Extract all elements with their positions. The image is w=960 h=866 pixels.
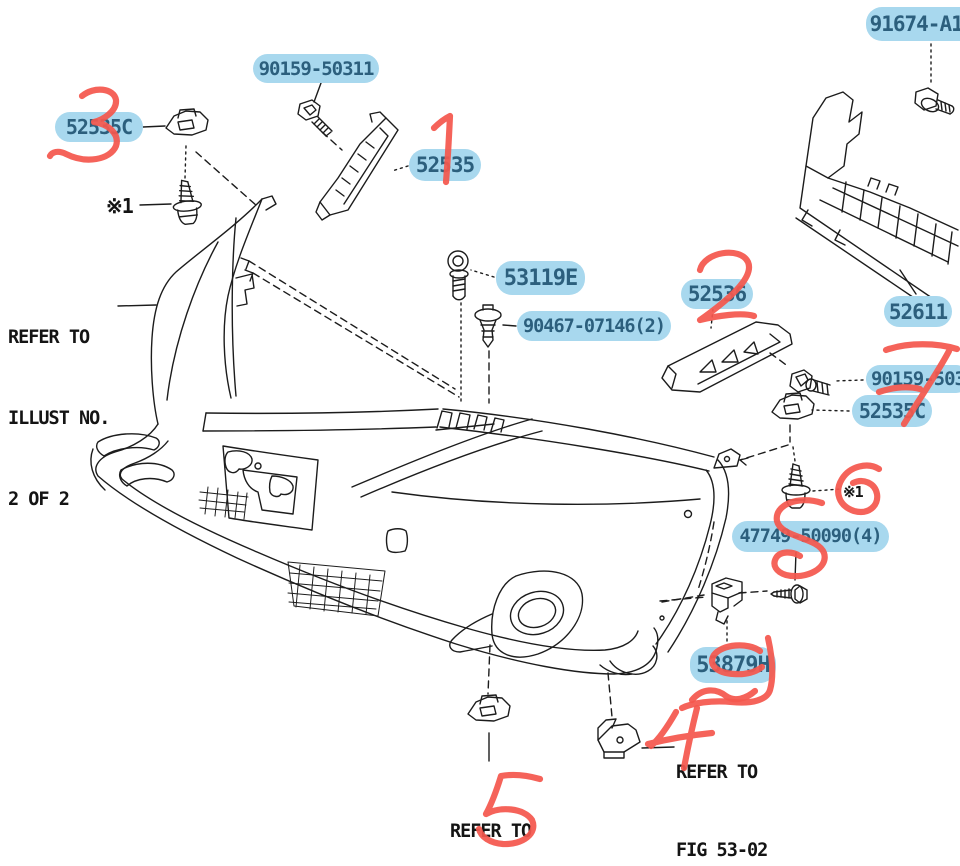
bolt-90159-top-drawing bbox=[297, 99, 333, 137]
part-label-52536[interactable]: 52536 bbox=[681, 279, 753, 309]
screw-ref1-left-drawing bbox=[169, 177, 204, 227]
clip-52535c-top-drawing bbox=[165, 108, 209, 136]
leader-lines bbox=[117, 43, 932, 762]
part-label-90467-07146[interactable]: 90467-07146(2) bbox=[517, 311, 671, 341]
asterisk-note-left: ※1 bbox=[106, 194, 134, 218]
clip-52526d-drawing bbox=[467, 694, 511, 722]
note-line: REFER TO bbox=[676, 762, 758, 783]
clip-52535c-right-drawing bbox=[771, 392, 815, 420]
part-label-52535c-top[interactable]: 52535C bbox=[55, 112, 143, 142]
bolt-90159-right-drawing bbox=[789, 369, 831, 396]
bracket-52536-drawing bbox=[661, 321, 793, 393]
note-line: REFER TO bbox=[8, 327, 90, 348]
note-refer-illust: REFER TO ILLUST NO. 2 OF 2 bbox=[8, 270, 110, 540]
bumper-cover-drawing bbox=[90, 195, 741, 676]
absorber-52611-drawing bbox=[795, 91, 959, 307]
part-label-52535[interactable]: 52535 bbox=[409, 149, 481, 181]
note-line: ILLUST NO. bbox=[8, 408, 110, 429]
bracket-52535-drawing bbox=[315, 111, 399, 221]
part-label-90159-50311[interactable]: 90159-50311 bbox=[253, 54, 379, 83]
retainer-53879h-drawing bbox=[711, 577, 743, 625]
screw-ref1-right-drawing bbox=[781, 463, 811, 509]
bolt-53119e-drawing bbox=[447, 250, 469, 301]
note-line: REFER TO bbox=[450, 821, 532, 842]
part-label-47749-50090[interactable]: 47749-50090(4) bbox=[732, 521, 889, 552]
bolt-91674-drawing bbox=[914, 87, 955, 115]
note-line: FIG 53-02 bbox=[676, 840, 768, 861]
part-label-91674[interactable]: 91674-A10 bbox=[866, 7, 960, 41]
note-refer-fig-51-02: REFER TO FIG 51-02 (PNC 52526D) bbox=[450, 764, 572, 866]
part-label-90159-right[interactable]: 90159-503 bbox=[866, 365, 960, 393]
screw-47749-drawing bbox=[770, 584, 808, 604]
grille-mesh-hatching bbox=[198, 486, 386, 617]
part-label-53119e[interactable]: 53119E bbox=[496, 261, 585, 295]
note-refer-fig-53-02: REFER TO FIG 53-02 (PNC 53879C) bbox=[676, 708, 798, 866]
note-line: 2 OF 2 bbox=[8, 489, 70, 510]
part-label-52535c-right[interactable]: 52535C bbox=[852, 395, 932, 427]
part-label-53879h[interactable]: 53879H bbox=[690, 647, 776, 683]
asterisk-note-right: ※1 bbox=[843, 483, 864, 501]
bracket-53879c-drawing bbox=[597, 718, 641, 759]
part-label-52611[interactable]: 52611 bbox=[884, 296, 952, 327]
clip-90467-drawing bbox=[474, 304, 502, 348]
